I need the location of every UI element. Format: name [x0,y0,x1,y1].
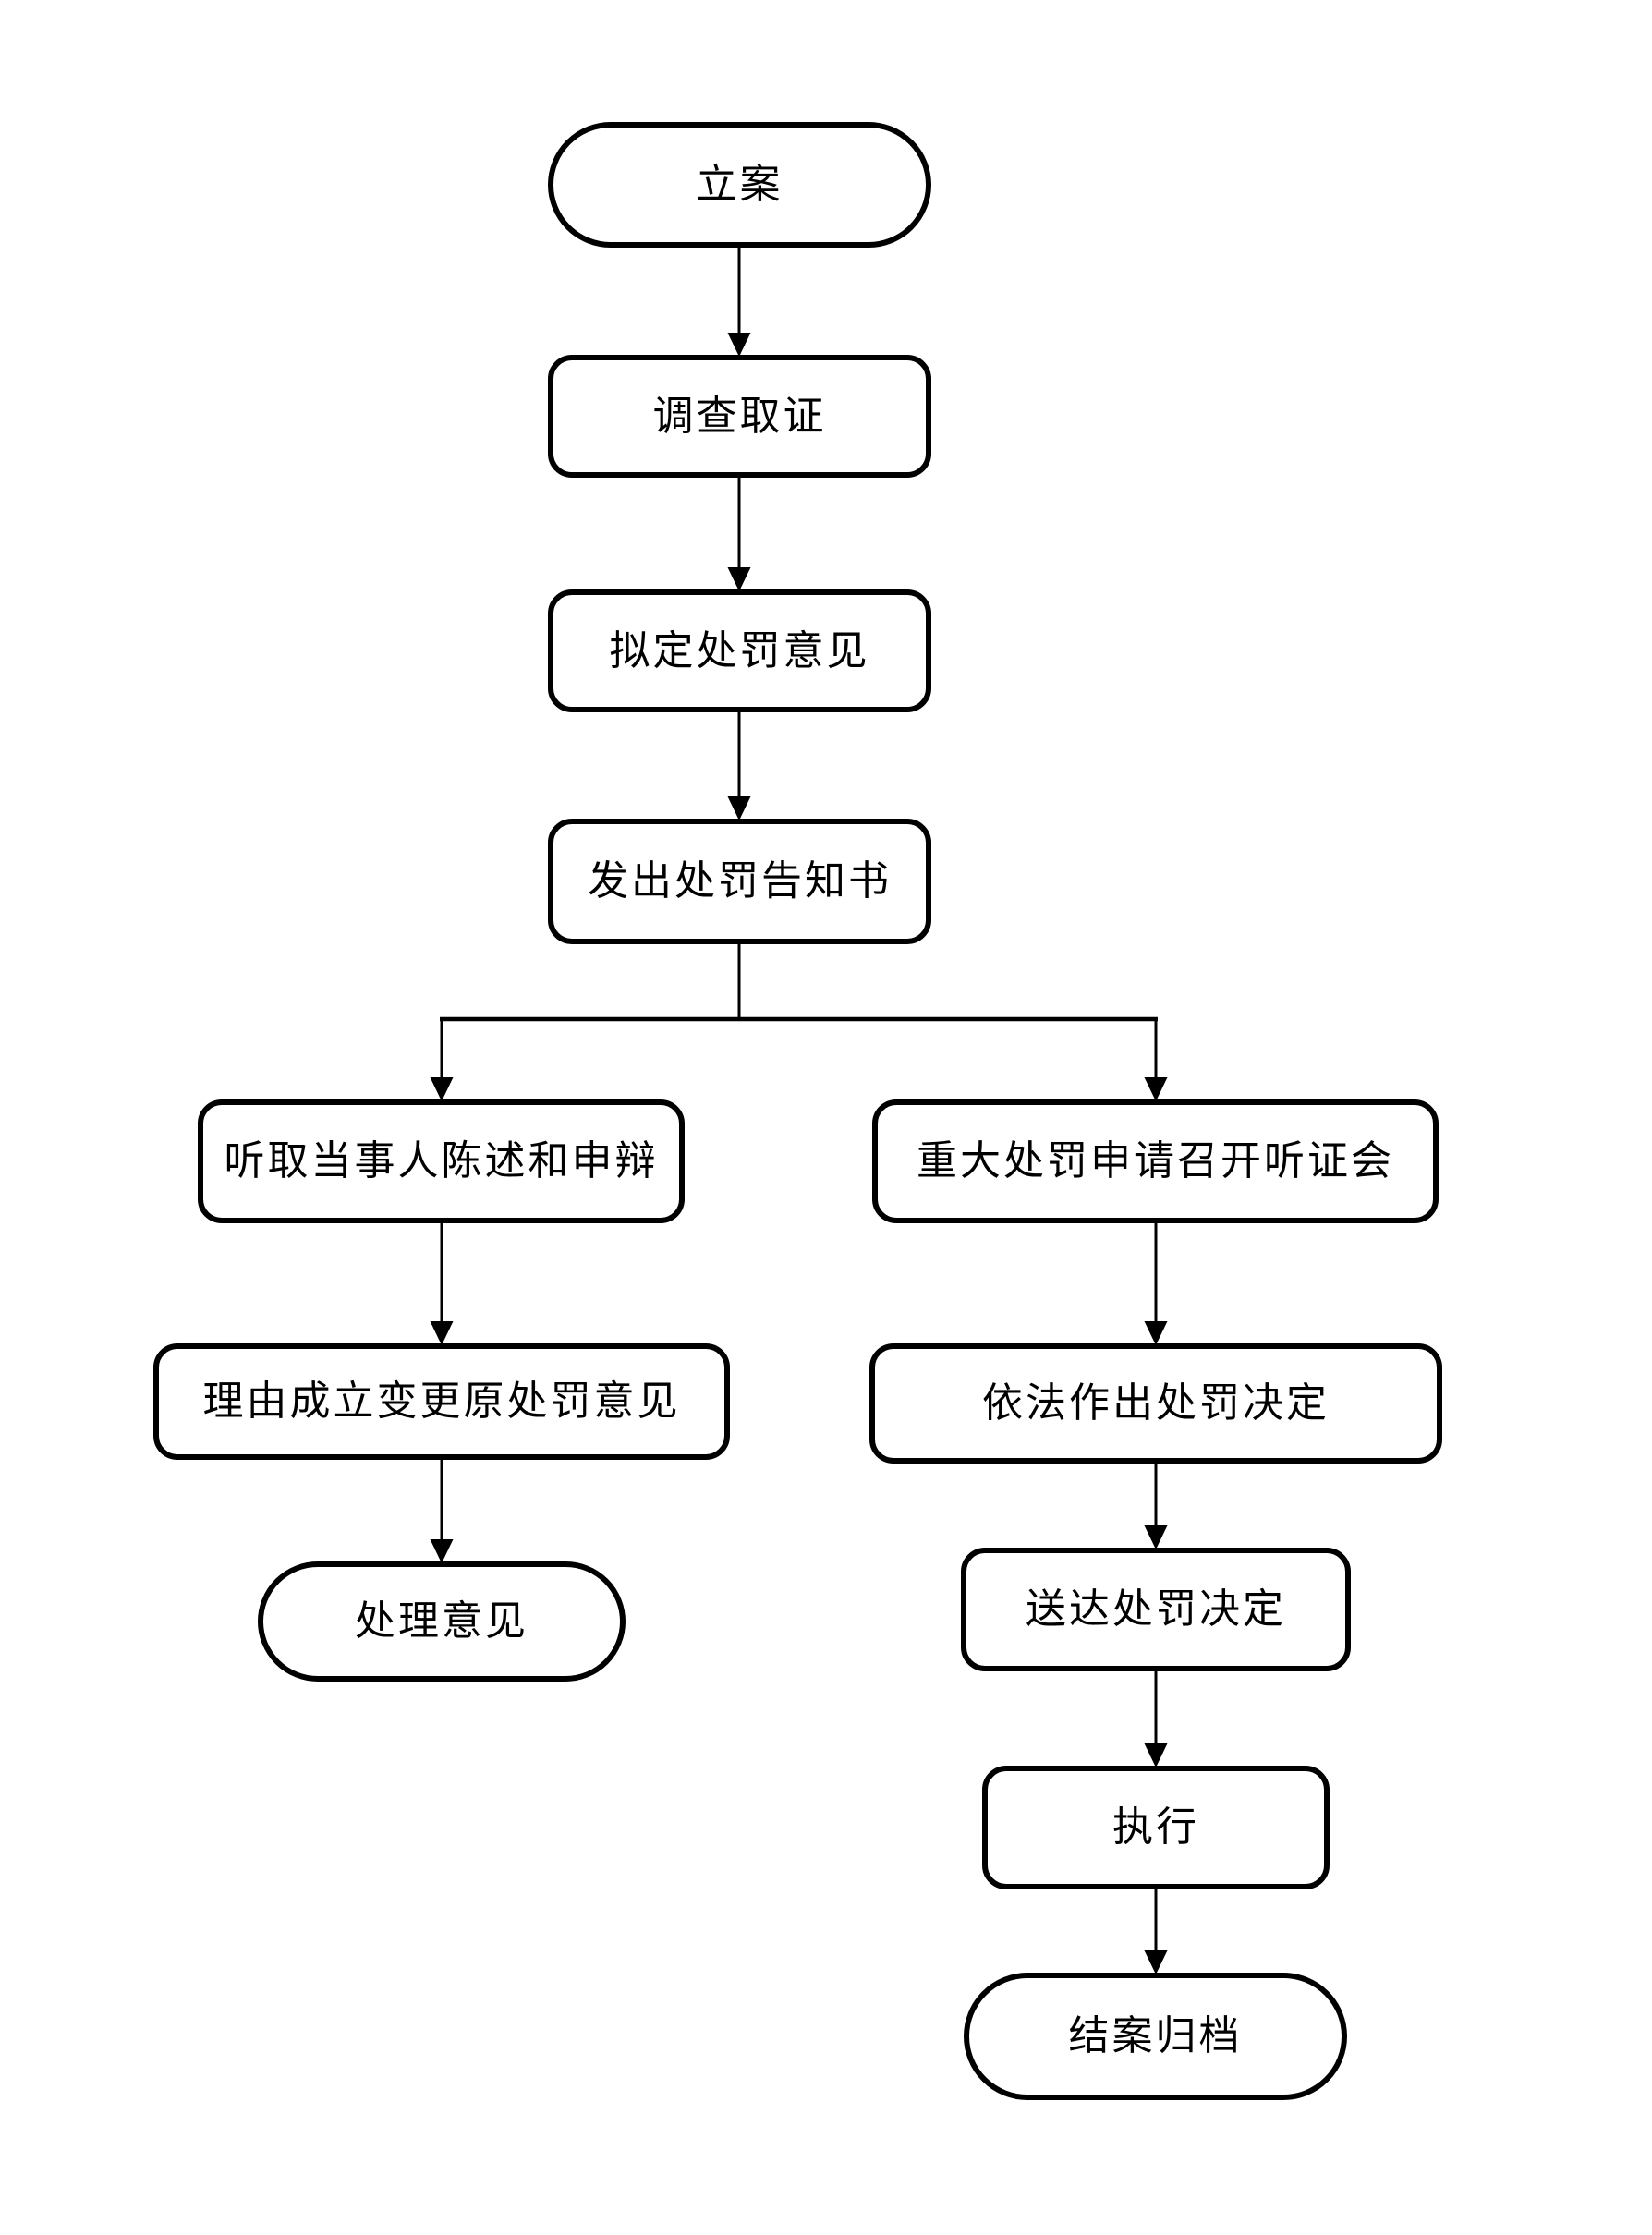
node-penalty-notice-label: 发出处罚告知书 [588,858,892,904]
edge-case-filing-to-investigation [727,248,751,357]
node-hearing-application: 重大处罚申请召开听证会 [872,1099,1439,1223]
edge-execution-to-case-closure-archive [1144,1889,1168,1974]
node-case-closure-archive: 结案归档 [964,1973,1347,2100]
edge-hearing-application-to-penalty-decision [1144,1223,1168,1345]
node-handling-opinion: 处理意见 [258,1561,626,1682]
node-hear-statement-defense: 听取当事人陈述和申辩 [198,1099,685,1223]
node-penalty-notice: 发出处罚告知书 [548,819,931,944]
node-execution: 执行 [982,1766,1330,1889]
edge-deliver-decision-to-execution [1144,1671,1168,1767]
node-modify-opinion-label: 理由成立变更原处罚意见 [202,1379,681,1424]
edge-modify-opinion-to-handling-opinion [430,1460,454,1563]
node-case-filing: 立案 [548,122,931,248]
node-penalty-decision-label: 依法作出处罚决定 [982,1380,1330,1426]
node-investigation-label: 调查取证 [652,393,827,439]
edge-split-to-hear-statement-defense [430,1017,454,1101]
node-modify-opinion: 理由成立变更原处罚意见 [153,1343,730,1460]
edge-hear-statement-defense-to-modify-opinion [430,1223,454,1345]
edge-draft-penalty-opinion-to-penalty-notice [727,712,751,820]
node-hearing-application-label: 重大处罚申请召开听证会 [917,1138,1394,1184]
node-case-closure-archive-label: 结案归档 [1068,2013,1243,2059]
node-investigation: 调查取证 [548,355,931,478]
node-penalty-decision: 依法作出处罚决定 [869,1343,1442,1464]
edge-penalty-decision-to-deliver-decision [1144,1464,1168,1549]
node-deliver-decision: 送达处罚决定 [961,1548,1351,1671]
node-deliver-decision-label: 送达处罚决定 [1026,1586,1286,1632]
edge-investigation-to-draft-penalty-opinion [727,478,751,591]
node-draft-penalty-opinion-label: 拟定处罚意见 [609,627,870,674]
node-case-filing-label: 立案 [696,162,783,207]
node-hear-statement-defense-label: 听取当事人陈述和申辩 [224,1138,659,1184]
edge-split-to-hearing-application [1144,1017,1168,1101]
node-execution-label: 执行 [1112,1804,1199,1850]
edge-split-penalty-notice [440,944,1158,1022]
node-draft-penalty-opinion: 拟定处罚意见 [548,589,931,712]
node-handling-opinion-label: 处理意见 [355,1598,528,1644]
